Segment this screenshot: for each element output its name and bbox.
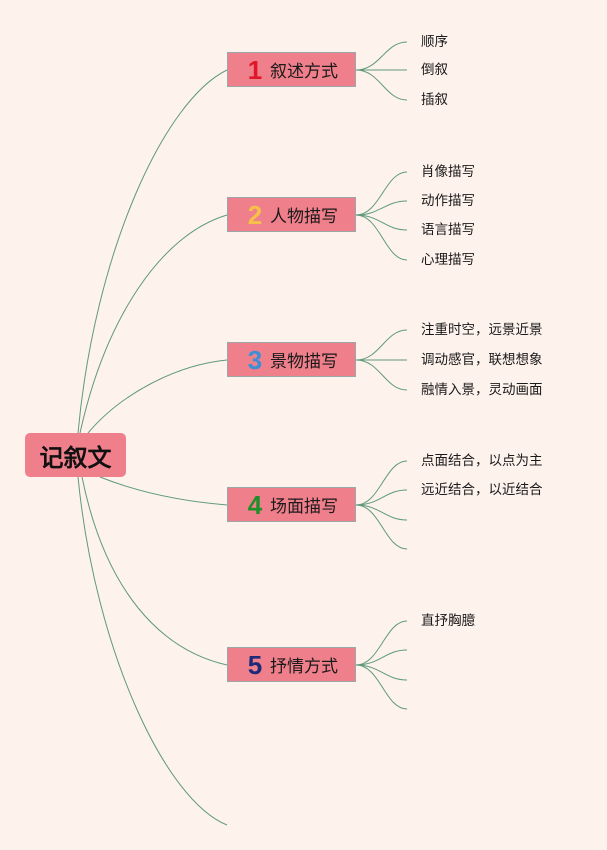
leaf-2-4[interactable]: 心理描写	[421, 252, 475, 268]
leaf-3-3[interactable]: 融情入景，灵动画面	[421, 382, 543, 398]
root-label: 记叙文	[39, 443, 112, 472]
leaf-3-2[interactable]: 调动感官，联想想象	[421, 352, 543, 368]
leaf-5-1[interactable]: 直抒胸臆	[421, 613, 475, 629]
leaf-4-1[interactable]: 点面结合，以点为主	[421, 453, 543, 469]
leaf-4-2[interactable]: 远近结合，以近结合	[421, 482, 543, 498]
connector-root-branch-1	[77, 69, 228, 434]
branch-node-5[interactable]: 5 抒情方式	[227, 647, 356, 682]
branch-number-3: 3	[247, 344, 263, 375]
branch-node-3[interactable]: 3 景物描写	[227, 342, 356, 377]
branch-number-4: 4	[247, 489, 263, 520]
connector-root-branch-2	[79, 214, 228, 434]
leaf-1-2[interactable]: 倒叙	[421, 62, 448, 78]
branch-label-4: 场面描写	[270, 497, 338, 517]
branch-label-3: 景物描写	[270, 352, 338, 372]
leaf-1-3[interactable]: 插叙	[421, 92, 448, 108]
branch-label-5: 抒情方式	[270, 657, 338, 677]
connector-root-branch-3	[87, 359, 228, 434]
leaf-2-3[interactable]: 语言描写	[421, 222, 475, 238]
branch-label-1: 叙述方式	[270, 62, 338, 82]
root-node[interactable]: 记叙文	[25, 433, 126, 477]
branch-number-1: 1	[247, 54, 263, 85]
branch-node-2[interactable]: 2 人物描写	[227, 197, 356, 232]
branch-node-1[interactable]: 1 叙述方式	[227, 52, 356, 87]
connector-root-branch-4	[99, 476, 228, 506]
branch-number-5: 5	[247, 649, 263, 680]
branch-node-4[interactable]: 4 场面描写	[227, 487, 356, 522]
branch-number-2: 2	[247, 199, 263, 230]
connector-root-branch-5	[81, 476, 228, 666]
branch-label-2: 人物描写	[270, 207, 338, 227]
leaf-2-2[interactable]: 动作描写	[421, 193, 475, 209]
leaf-2-1[interactable]: 肖像描写	[421, 164, 475, 180]
leaf-3-1[interactable]: 注重时空，远景近景	[421, 322, 543, 338]
leaf-1-1[interactable]: 顺序	[421, 34, 448, 50]
connector-root-extra	[77, 476, 228, 826]
